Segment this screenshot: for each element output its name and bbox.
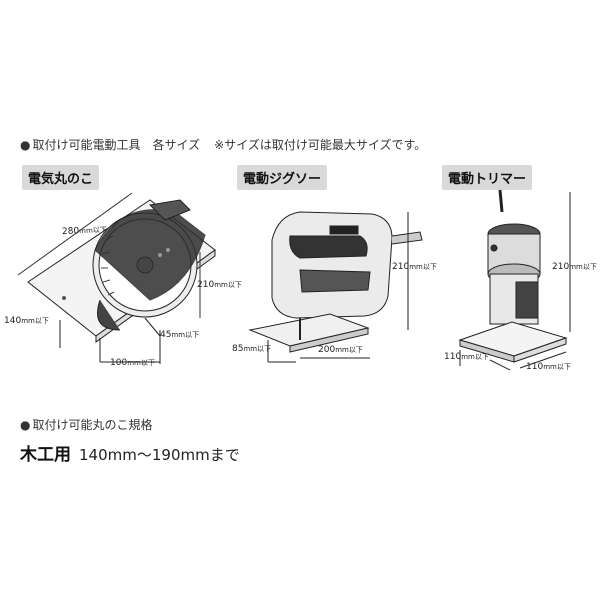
blade-spec-label: 木工用 <box>20 445 71 465</box>
bullet-icon: ● <box>20 138 31 152</box>
circular-saw-height-dim: 210mm以下 <box>197 280 242 290</box>
trimmer-depth-dim: 110mm以下 <box>526 362 571 372</box>
bullet-icon: ● <box>20 418 31 432</box>
blade-spec-value: 140mm〜190mmまで <box>79 446 240 464</box>
header-note: ※サイズは取付け可能最大サイズです。 <box>214 138 427 152</box>
blade-spec-row: 木工用 140mm〜190mmまで <box>20 440 240 465</box>
header-title: 取付け可能電動工具 各サイズ <box>32 138 201 152</box>
jigsaw-width-dim: 85mm以下 <box>232 344 272 354</box>
circular-saw-blade-dim: 45mm以下 <box>160 330 200 340</box>
circular-saw-label: 電気丸のこ <box>22 165 100 190</box>
blade-spec-heading: ●取付け可能丸のこ規格 <box>20 416 153 433</box>
header-line: ●取付け可能電動工具 各サイズ ※サイズは取付け可能最大サイズです。 <box>20 136 426 153</box>
jigsaw-height-dim: 210mm以下 <box>392 262 437 272</box>
jigsaw-length-dim: 200mm以下 <box>318 345 363 355</box>
trimmer-label: 電動トリマー <box>442 165 533 190</box>
circular-saw-base-dim: 100mm以下 <box>110 358 155 368</box>
jigsaw-drawing <box>248 211 423 363</box>
circular-saw-drawing <box>17 192 216 364</box>
circular-saw-width-dim: 140mm以下 <box>4 316 49 326</box>
jigsaw-label: 電動ジグソー <box>237 165 328 190</box>
trimmer-drawing <box>458 189 571 371</box>
trimmer-width-dim: 110mm以下 <box>444 352 489 362</box>
trimmer-height-dim: 210mm以下 <box>552 262 597 272</box>
blade-spec-title: 取付け可能丸のこ規格 <box>32 418 153 432</box>
